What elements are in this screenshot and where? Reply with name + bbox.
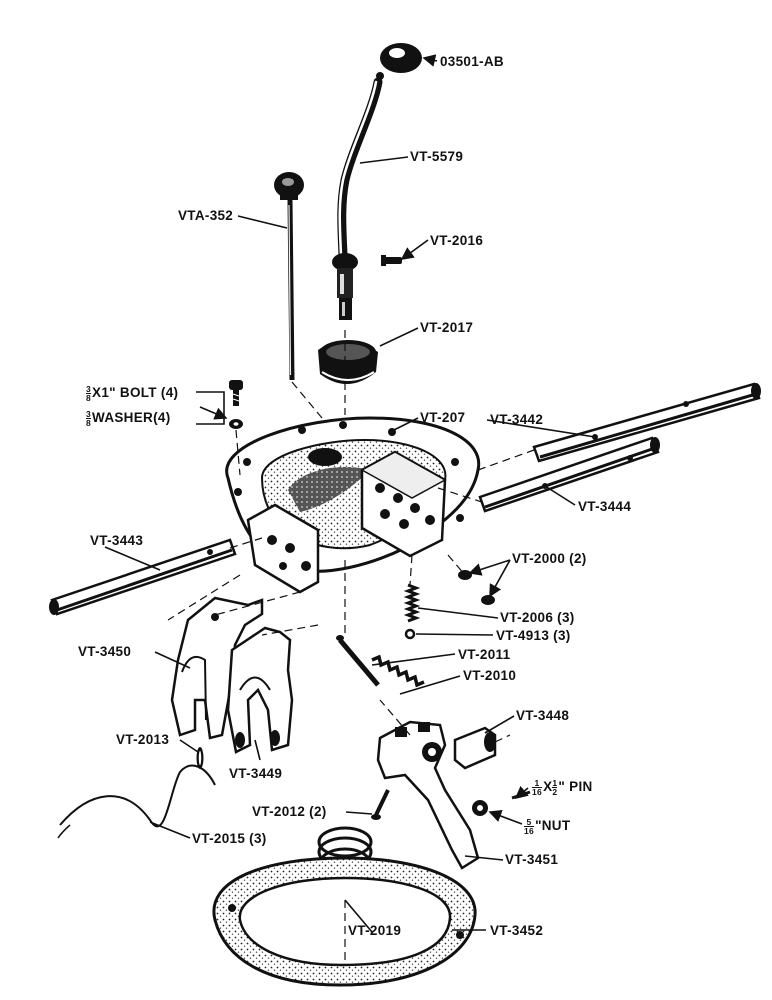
lever-pin-part: [381, 255, 402, 266]
plunger-part: [404, 628, 416, 640]
detent-spring-part: [403, 583, 421, 623]
dipstick-part: [274, 172, 304, 381]
shift-rail-part: [478, 436, 660, 513]
gasket-part: [212, 856, 477, 987]
label-vt-2019: VT-2019: [348, 923, 402, 938]
label-vt-3452: VT-3452: [490, 923, 544, 938]
label-vt-207: VT-207: [420, 410, 466, 425]
label-vt-3451: VT-3451: [505, 852, 559, 867]
boot-part: [318, 340, 378, 385]
label-vt-3448: VT-3448: [516, 708, 570, 723]
label-vt-3444: VT-3444: [578, 499, 632, 514]
detent-ball-part: [458, 570, 495, 605]
washer-desc: WASHER: [92, 410, 154, 426]
bolt-washer-part: [229, 380, 243, 429]
shift-rail-part: [49, 538, 237, 616]
label-vt-3442: VT-3442: [490, 412, 544, 427]
label-vt-2011: VT-2011: [458, 647, 511, 662]
shift-knob-part: [376, 43, 422, 80]
label-vta-352: VTA-352: [178, 208, 234, 223]
label-vt-2015: VT-2015 (3): [192, 831, 267, 846]
pin-fraction-num-2: 1: [552, 778, 558, 788]
label-vt-2017: VT-2017: [420, 320, 474, 335]
shift-fork-part: [170, 596, 264, 740]
pin-fraction-num-1: 1: [532, 779, 543, 788]
label-vt-5579: VT-5579: [410, 149, 464, 164]
leader-lines: [104, 54, 596, 933]
safety-wire-part: [57, 764, 216, 839]
pin-fraction-den-1: 16: [532, 787, 543, 797]
bolt-desc: X1" BOLT: [92, 385, 157, 401]
washer-qty: (4): [153, 410, 171, 426]
shift-lever-part: [332, 77, 383, 320]
washer-fraction-num: 3: [86, 409, 92, 419]
label-vt-3443: VT-3443: [90, 533, 144, 548]
nut-part: [472, 800, 488, 816]
label-vt-2016: VT-2016: [430, 233, 484, 248]
washer-fraction-den: 8: [86, 418, 92, 428]
guide-block-part: [453, 726, 497, 770]
label-vt-2012: VT-2012 (2): [252, 804, 327, 819]
nut-desc: "NUT: [535, 818, 571, 834]
nut-fraction-den: 16: [524, 826, 535, 836]
shift-cover-part: [225, 416, 481, 594]
interlock-pin-part: [336, 635, 380, 687]
shift-fork-part: [226, 626, 294, 754]
label-vt-2000: VT-2000 (2): [512, 551, 587, 566]
bolt-fraction-num: 3: [86, 384, 92, 394]
label-vt-2010: VT-2010: [463, 668, 517, 683]
assembly-guide-lines: [167, 330, 535, 960]
label-vt-4913: VT-4913 (3): [496, 628, 571, 643]
label-03501-ab: 03501-AB: [440, 54, 504, 69]
label-vt-2006: VT-2006 (3): [500, 610, 575, 625]
pin-x: X: [543, 779, 553, 795]
bolt-fraction-den: 8: [86, 393, 92, 403]
screw-part: [371, 789, 390, 820]
label-vt-3449: VT-3449: [229, 766, 283, 781]
shift-rail-part: [532, 382, 761, 463]
pin-fraction-den-2: 2: [552, 787, 558, 797]
bolt-qty: (4): [160, 385, 179, 401]
label-vt-2013: VT-2013: [116, 732, 170, 747]
pin-desc: " PIN: [558, 779, 593, 795]
wire-pin-part: [196, 747, 204, 769]
nut-fraction-num: 5: [524, 818, 535, 827]
label-vt-3450: VT-3450: [78, 644, 132, 659]
